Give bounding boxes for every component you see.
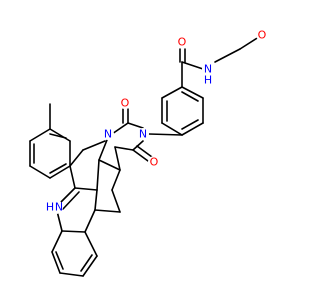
bonds bbox=[29, 34, 263, 277]
bond bbox=[69, 165, 76, 189]
bond bbox=[96, 159, 100, 191]
bond bbox=[181, 86, 204, 99]
bond bbox=[132, 149, 149, 162]
bond bbox=[111, 169, 121, 191]
bond bbox=[59, 272, 84, 277]
amide-hydrogen-label: H bbox=[204, 74, 212, 87]
bond bbox=[55, 251, 64, 270]
bond bbox=[136, 145, 153, 158]
bond bbox=[49, 163, 67, 174]
bond bbox=[82, 255, 98, 277]
bond bbox=[181, 119, 199, 130]
bond bbox=[82, 140, 106, 151]
bond bbox=[132, 140, 144, 151]
amide-nitrogen-label: N bbox=[204, 63, 212, 76]
bond bbox=[94, 209, 121, 213]
bond bbox=[161, 86, 183, 99]
bond bbox=[181, 91, 199, 102]
bond bbox=[74, 187, 98, 191]
bond bbox=[114, 146, 121, 171]
bond bbox=[114, 146, 134, 151]
molecule-structure: O N H O N O O N H N bbox=[29, 29, 268, 277]
bond bbox=[94, 189, 98, 211]
bond bbox=[181, 122, 204, 136]
bond bbox=[214, 48, 241, 63]
bond bbox=[49, 133, 67, 139]
bond bbox=[98, 139, 108, 161]
bond bbox=[84, 209, 96, 233]
bond bbox=[80, 254, 93, 272]
bond bbox=[84, 231, 98, 257]
bond bbox=[98, 159, 121, 171]
indole-hydrogen-label: H bbox=[46, 201, 54, 214]
methoxy-oxygen-label: O bbox=[258, 29, 267, 42]
bond bbox=[69, 149, 84, 167]
upper-carbonyl-oxygen-label: O bbox=[121, 97, 130, 110]
bond bbox=[111, 189, 121, 213]
bond bbox=[61, 230, 86, 233]
bond bbox=[62, 191, 80, 210]
bond bbox=[127, 122, 144, 129]
indole-nitrogen-label: N bbox=[55, 201, 63, 214]
molecule-canvas: O N H O N O O N H N bbox=[29, 29, 268, 277]
bond bbox=[29, 128, 51, 142]
bond bbox=[181, 61, 204, 70]
bond bbox=[111, 122, 129, 135]
atom-labels: O N H O N O O N H N bbox=[46, 29, 268, 214]
bond bbox=[29, 165, 51, 179]
bond bbox=[148, 133, 183, 136]
bond bbox=[49, 128, 71, 142]
bond bbox=[51, 251, 61, 274]
bond bbox=[49, 165, 71, 179]
amide-oxygen-label: O bbox=[178, 36, 187, 49]
lower-carbonyl-oxygen-label: O bbox=[150, 156, 159, 169]
imide-nitrogen-label: N bbox=[139, 128, 147, 141]
bond bbox=[161, 122, 183, 136]
bond bbox=[51, 230, 63, 253]
ring-nitrogen-label: N bbox=[104, 128, 112, 141]
